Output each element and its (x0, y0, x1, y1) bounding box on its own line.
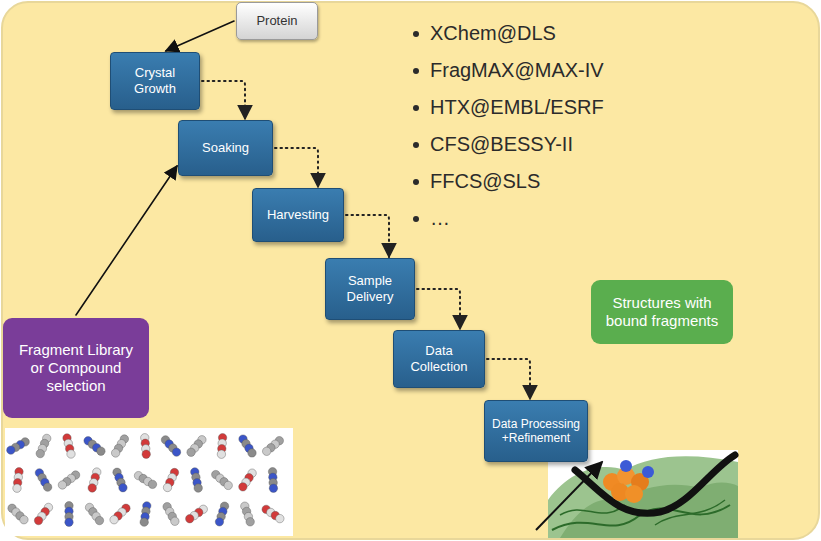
box-label: Data Collection (399, 343, 479, 374)
fragment-molecule (239, 435, 256, 457)
bound-fragment (603, 460, 654, 503)
facility-label: CFS@BESSY-II (430, 133, 573, 156)
dotted-arrow (487, 359, 530, 399)
fragment-molecule (7, 438, 30, 455)
fragment-molecule (140, 502, 151, 527)
process-box: Data Collection (393, 330, 485, 388)
protein-picture-ground (548, 450, 738, 538)
fragment-molecule (134, 471, 156, 488)
fragment-molecule (65, 502, 73, 527)
fragment-molecule (58, 471, 80, 489)
box-label: Data Processing +Refinement (490, 417, 582, 446)
fragment-molecule (34, 503, 52, 525)
box-label: Sample Delivery (331, 273, 409, 304)
fragment-molecule (8, 504, 28, 524)
dotted-arrow (202, 81, 245, 119)
dotted-arrow (346, 215, 389, 257)
dotted-arrow (417, 289, 460, 329)
facility-label: FragMAX@MAX-IV (430, 59, 604, 82)
fragment-molecule (239, 469, 257, 491)
fragment-molecule (217, 434, 227, 459)
fragment-molecule (163, 468, 178, 491)
solid-arrow (76, 166, 177, 315)
fragment-molecule (163, 503, 179, 526)
protein-chain (552, 505, 730, 530)
fragment-molecule (141, 434, 151, 459)
pointer-arrow (536, 462, 602, 530)
fragment-molecule (161, 436, 180, 457)
facility-label: … (430, 207, 450, 230)
box-label: Protein (256, 13, 297, 29)
output-box: Structures with bound fragments (591, 280, 733, 344)
solid-arrow (166, 21, 234, 51)
box-label: Crystal Growth (116, 65, 194, 96)
process-box: Data Processing +Refinement (484, 400, 588, 462)
process-box: Harvesting (252, 188, 344, 242)
fragment-molecule (13, 468, 23, 493)
fragment-molecule (88, 468, 101, 492)
fragment-picture (5, 428, 293, 536)
protein-picture (536, 450, 738, 538)
fragment-molecule (111, 435, 128, 457)
dotted-arrow (275, 148, 318, 187)
bullet-dots (413, 31, 419, 222)
facility-label: XChem@DLS (430, 22, 556, 45)
box-label: Fragment Library or Compound selection (11, 341, 141, 395)
fragment-molecule (113, 468, 127, 492)
fragment-molecule (268, 468, 277, 493)
library-box: Fragment Library or Compound selection (3, 318, 149, 418)
fragment-molecule (36, 434, 51, 458)
fragment-molecule (85, 503, 103, 525)
box-label: Structures with bound fragments (599, 294, 725, 330)
process-box: Crystal Growth (110, 52, 200, 110)
facility-label: HTX@EMBL/ESRF (430, 96, 604, 119)
fragment-molecule (262, 436, 283, 455)
fragment-molecule (212, 470, 233, 489)
fragment-molecule (63, 434, 75, 458)
facility-label: FFCS@SLS (430, 170, 540, 193)
process-box: Soaking (178, 120, 273, 176)
box-label: Harvesting (267, 207, 329, 223)
fragment-picture-ground (5, 428, 293, 536)
box-label: Soaking (202, 140, 249, 156)
fragment-molecule (241, 502, 255, 526)
fragment-molecule (215, 502, 228, 526)
fragment-molecule (191, 468, 203, 493)
fragment-molecule (84, 437, 105, 456)
fragment-molecule (262, 505, 284, 523)
fragment-molecule (110, 504, 130, 524)
process-box: Sample Delivery (325, 258, 415, 320)
input-box: Protein (236, 2, 318, 40)
fragment-molecule (186, 505, 208, 523)
fragment-molecule (35, 469, 52, 492)
fragment-molecule (187, 436, 206, 457)
